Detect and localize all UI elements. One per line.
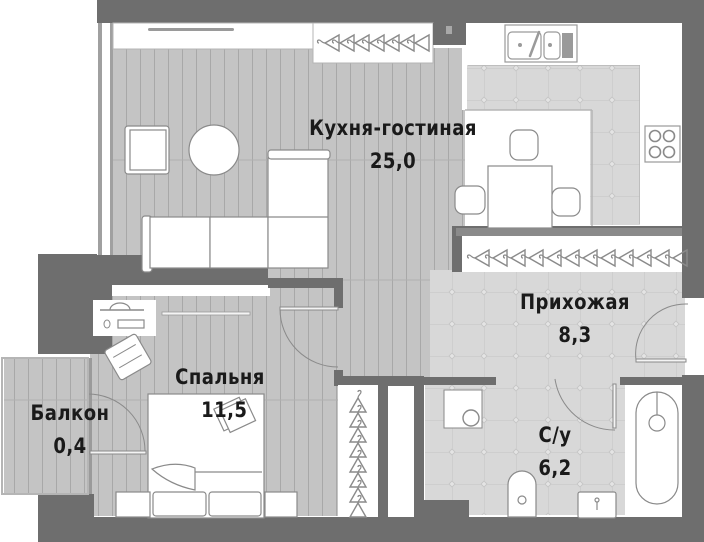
walls: [38, 0, 704, 542]
room-area: 6,2: [538, 456, 572, 480]
toilet: [507, 470, 537, 518]
room-label-kitchen-living: Кухня-гостиная 25,0: [286, 118, 501, 172]
room-area: 8,3: [558, 323, 592, 347]
wardrobe-top: [312, 22, 466, 64]
bathtub: [630, 388, 682, 516]
room-name: Балкон: [30, 401, 110, 425]
room-area: 25,0: [369, 149, 417, 173]
hallway-wardrobe: [456, 228, 688, 272]
coffee-table: [188, 124, 240, 176]
room-name: Прихожая: [520, 290, 630, 314]
room-name: С/у: [538, 423, 572, 447]
washbasin: [577, 491, 617, 519]
washing-machine: [443, 389, 483, 429]
room-area: 11,5: [201, 398, 248, 422]
room-name: Кухня-гостиная: [309, 116, 477, 140]
armchair: [124, 125, 170, 175]
window-left: [97, 23, 113, 255]
desk-chair: [104, 333, 152, 381]
room-label-balcony: Балкон 0,4: [18, 403, 121, 457]
dining-table: [454, 129, 581, 229]
room-label-bathroom: С/у 6,2: [512, 425, 598, 479]
sink-icon: [504, 24, 578, 63]
bed: [115, 393, 298, 519]
room-label-bedroom: Спальня 11,5: [151, 367, 289, 421]
bedroom-closet: [338, 385, 414, 518]
floor-tile: [425, 64, 685, 515]
balcony-outline: [1, 357, 89, 495]
cooktop-icon: [644, 125, 681, 163]
room-name: Спальня: [175, 365, 265, 389]
sliding-door: [161, 311, 251, 316]
window-sill-top: [112, 22, 314, 50]
sofa: [141, 149, 331, 273]
desk: [93, 300, 156, 336]
room-label-hallway: Прихожая 8,3: [498, 292, 653, 346]
room-area: 0,4: [53, 434, 87, 458]
